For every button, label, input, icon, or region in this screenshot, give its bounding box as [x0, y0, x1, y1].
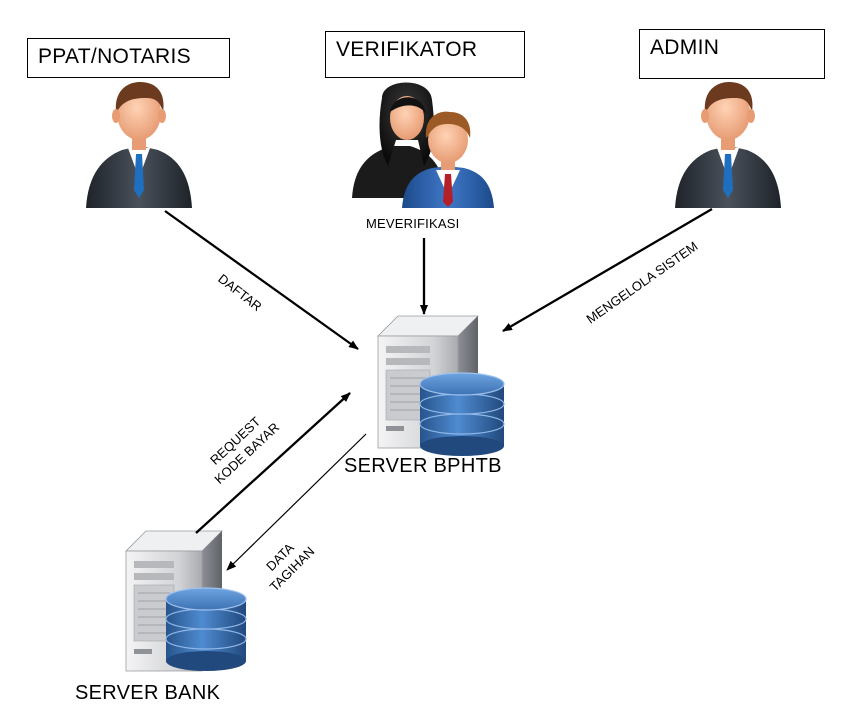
admin-person-icon [675, 82, 781, 208]
arrow-mengelola [502, 208, 713, 332]
server-bphtb-label: SERVER BPHTB [344, 455, 502, 477]
database-bank-icon [165, 587, 247, 671]
ppat-label-box: PPAT/NOTARIS [27, 38, 230, 78]
admin-label-box: ADMIN [639, 29, 825, 79]
ppat-label: PPAT/NOTARIS [38, 45, 191, 68]
ppat-person-icon [86, 82, 192, 208]
arrow-data-tagihan [226, 433, 367, 571]
database-bphtb-icon [419, 372, 505, 456]
verifikator-group-icon [352, 82, 494, 208]
arrow-request-kode-bayar [195, 392, 351, 534]
verifikator-label: VERIFIKATOR [336, 38, 478, 61]
verifikator-label-box: VERIFIKATOR [325, 31, 525, 78]
server-bank-label: SERVER BANK [75, 682, 221, 704]
meverifikasi-label: MEVERIFIKASI [366, 216, 460, 231]
arrow-daftar [164, 210, 359, 350]
admin-label: ADMIN [650, 36, 720, 59]
